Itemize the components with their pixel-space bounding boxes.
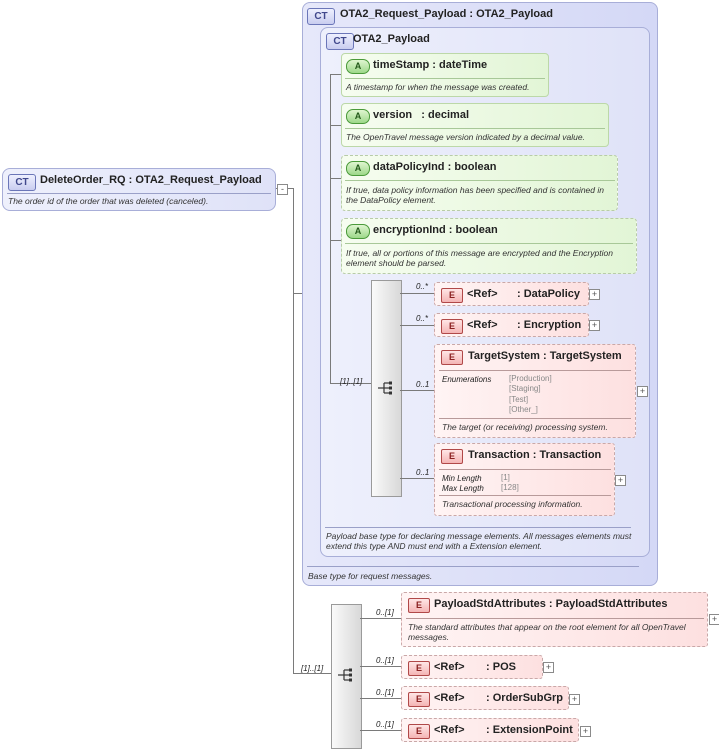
sequence-compositor[interactable]	[331, 604, 362, 749]
element-icon: E	[408, 692, 430, 707]
element-icon: E	[408, 598, 430, 613]
root-title: DeleteOrder_RQ : OTA2_Request_Payload	[40, 174, 262, 186]
plus-icon[interactable]: +	[580, 726, 591, 737]
payload-title: OTA2_Payload	[353, 33, 430, 45]
element-ordersubgrp[interactable]: E <Ref> : OrderSubGrp	[401, 686, 569, 710]
plus-icon[interactable]: +	[543, 662, 554, 673]
element-icon: E	[441, 449, 463, 464]
element-icon: E	[408, 661, 430, 676]
attribute-encryptionind[interactable]: A encryptionInd : boolean If true, all o…	[341, 218, 637, 274]
attribute-title: encryptionInd : boolean	[373, 224, 498, 236]
root-trunk-line	[293, 188, 294, 673]
complex-type-icon: CT	[326, 33, 354, 50]
complex-type-icon: CT	[307, 8, 335, 25]
attribute-icon: A	[346, 224, 370, 239]
attribute-title: dataPolicyInd : boolean	[373, 161, 497, 173]
element-transaction[interactable]: E Transaction : Transaction Min Length […	[434, 443, 615, 516]
element-pos[interactable]: E <Ref> : POS	[401, 655, 543, 679]
attribute-icon: A	[346, 161, 370, 176]
sequence-cardinality: [1]..[1]	[301, 664, 324, 673]
sequence-icon	[378, 381, 392, 395]
attribute-icon: A	[346, 109, 370, 124]
plus-icon[interactable]: +	[615, 475, 626, 486]
element-icon: E	[441, 319, 463, 334]
root-description: The order id of the order that was delet…	[8, 196, 209, 206]
attribute-icon: A	[346, 59, 370, 74]
attribute-datapolicyind[interactable]: A dataPolicyInd : boolean If true, data …	[341, 155, 618, 211]
element-icon: E	[408, 724, 430, 739]
sequence-cardinality: [1]..[1]	[340, 377, 363, 386]
element-encryption[interactable]: E <Ref> : Encryption	[434, 313, 589, 337]
attribute-version[interactable]: A version : decimal The OpenTravel messa…	[341, 103, 609, 147]
attr-trunk-line	[330, 74, 331, 383]
request-payload-title: OTA2_Request_Payload : OTA2_Payload	[340, 8, 553, 20]
plus-icon[interactable]: +	[569, 694, 580, 705]
attribute-title: version : decimal	[373, 109, 469, 121]
plus-icon[interactable]: -	[277, 184, 288, 195]
outer-seq-connector	[293, 673, 331, 674]
element-icon: E	[441, 288, 463, 303]
element-payloadstdattributes[interactable]: E PayloadStdAttributes : PayloadStdAttri…	[401, 592, 708, 647]
sequence-icon	[338, 668, 352, 682]
attribute-title: timeStamp : dateTime	[373, 59, 488, 71]
plus-icon[interactable]: +	[637, 386, 648, 397]
request-payload-description: Base type for request messages.	[308, 571, 433, 581]
complex-type-icon: CT	[8, 174, 36, 191]
plus-icon[interactable]: +	[709, 614, 719, 625]
sequence-compositor[interactable]	[371, 280, 402, 497]
plus-icon[interactable]: +	[589, 320, 600, 331]
element-targetsystem[interactable]: E TargetSystem : TargetSystem Enumeratio…	[434, 344, 636, 438]
element-datapolicy[interactable]: E <Ref> : DataPolicy	[434, 282, 589, 306]
plus-icon[interactable]: +	[589, 289, 600, 300]
element-extensionpoint[interactable]: E <Ref> : ExtensionPoint	[401, 718, 579, 742]
root-complex-type[interactable]: CT DeleteOrder_RQ : OTA2_Request_Payload…	[2, 168, 276, 211]
element-icon: E	[441, 350, 463, 365]
attribute-timestamp[interactable]: A timeStamp : dateTime A timestamp for w…	[341, 53, 549, 97]
payload-description: Payload base type for declaring message …	[326, 531, 632, 551]
